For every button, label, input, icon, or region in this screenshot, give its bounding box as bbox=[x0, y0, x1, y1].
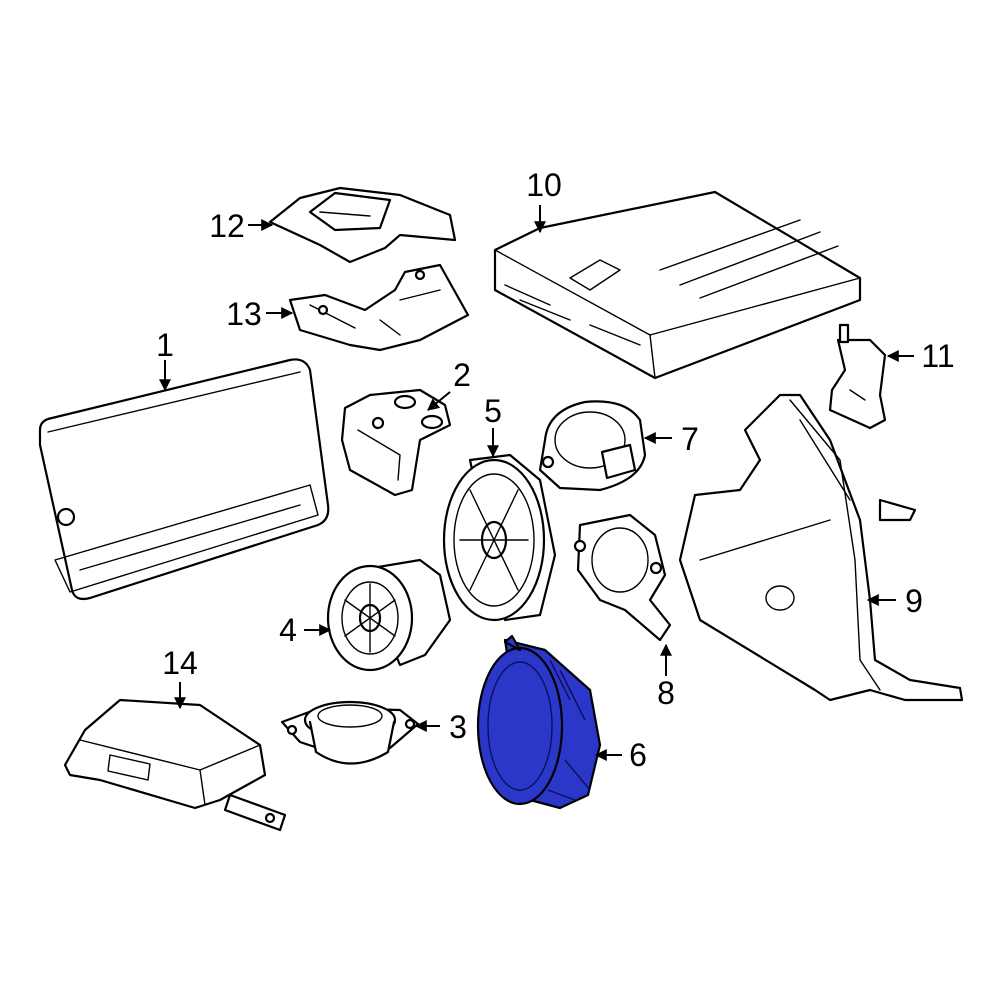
part-10-amplifier[interactable] bbox=[493, 190, 862, 380]
callout-6: 6 bbox=[629, 737, 647, 773]
callout-12: 12 bbox=[209, 208, 245, 244]
callout-1: 1 bbox=[156, 327, 174, 363]
part-11-small-bracket[interactable] bbox=[828, 323, 887, 430]
part-2-bracket[interactable] bbox=[340, 388, 452, 497]
part-6-speaker-highlighted[interactable] bbox=[476, 634, 602, 810]
callout-8: 8 bbox=[657, 675, 675, 711]
part-9-trim-panel[interactable] bbox=[678, 393, 964, 702]
part-13-mount-bracket[interactable] bbox=[288, 263, 470, 352]
callout-9: 9 bbox=[905, 583, 923, 619]
callout-7: 7 bbox=[681, 421, 699, 457]
callout-13: 13 bbox=[226, 296, 262, 332]
callout-2: 2 bbox=[453, 357, 471, 393]
callout-10: 10 bbox=[526, 167, 562, 203]
callout-3: 3 bbox=[449, 709, 467, 745]
part-4-speaker[interactable] bbox=[326, 558, 452, 672]
part-14-control-module[interactable] bbox=[63, 698, 287, 832]
part-3-tweeter[interactable] bbox=[280, 700, 420, 765]
part-8-ring-bracket[interactable] bbox=[573, 513, 672, 642]
callout-5: 5 bbox=[484, 393, 502, 429]
part-1-display[interactable] bbox=[38, 358, 330, 601]
callout-11: 11 bbox=[921, 338, 954, 374]
part-7-speaker[interactable] bbox=[538, 400, 647, 492]
leader-2 bbox=[427, 391, 451, 411]
part-12-cover[interactable] bbox=[268, 186, 457, 264]
callout-14: 14 bbox=[162, 645, 198, 681]
callout-4: 4 bbox=[279, 612, 297, 648]
part-5-woofer[interactable] bbox=[442, 453, 557, 622]
